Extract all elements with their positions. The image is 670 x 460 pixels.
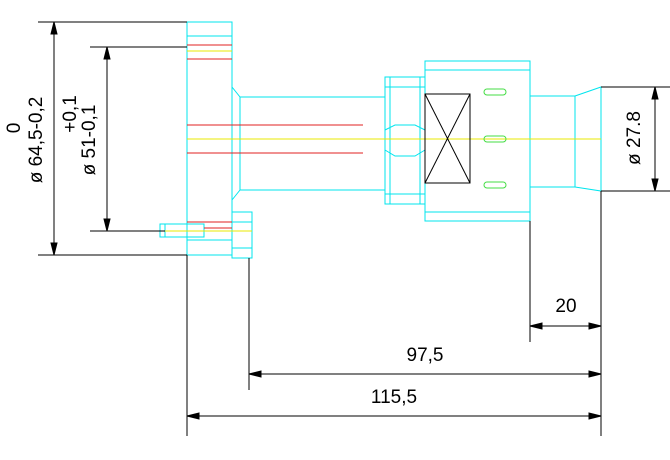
dim-body-length: 97,5 <box>407 345 444 366</box>
window-cross <box>424 93 471 184</box>
center-lines <box>165 50 601 232</box>
tip-step <box>529 95 576 188</box>
slots <box>483 88 507 189</box>
dim-total-length: 115,5 <box>371 387 417 408</box>
dim-outer-upper-tol: 0 <box>4 123 25 134</box>
neck-tube <box>239 96 386 191</box>
dim-outer-diameter: ø 64,5-0,2 <box>26 97 47 184</box>
part-outline <box>159 21 602 259</box>
main-body <box>424 60 531 222</box>
dim-tip-length: 20 <box>555 296 576 317</box>
dim-bore-upper-tol: +0,1 <box>60 95 81 133</box>
dimension-lines <box>38 21 670 436</box>
hidden-lines <box>187 44 363 229</box>
dim-bore-diameter: ø 51-0,1 <box>79 105 100 176</box>
hex-nut <box>384 76 426 205</box>
dim-tip-diameter: ø 27.8 <box>624 111 645 165</box>
lower-stud <box>231 211 253 259</box>
